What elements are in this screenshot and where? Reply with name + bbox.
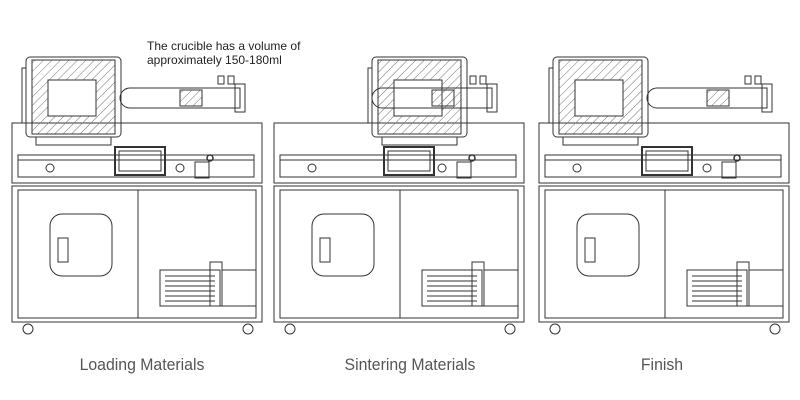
cabinet (538, 185, 790, 323)
upper-frame (11, 122, 263, 184)
valve-1 (744, 75, 752, 85)
crucible-volume-annotation: The crucible has a volume of approximate… (147, 39, 300, 67)
furnace-chamber (574, 79, 624, 117)
rail-wheel-left (307, 163, 317, 173)
carriage-window (114, 146, 166, 176)
cabinet-inner (279, 189, 519, 319)
crucible-tube (657, 87, 768, 109)
crucible-tube (130, 87, 241, 109)
machine-panel-1 (11, 56, 263, 335)
window-fitting (584, 237, 596, 263)
cabinet-inner (544, 189, 784, 319)
furnace-fins (548, 67, 554, 124)
caster-left (284, 323, 296, 335)
caption-loading-materials: Loading Materials (79, 355, 205, 374)
rail-block (721, 161, 737, 179)
carriage-window (383, 146, 435, 176)
cabinet (273, 185, 525, 323)
rail-wheel-left (45, 163, 55, 173)
carriage-window-inner (118, 150, 162, 172)
slide-rail (544, 154, 782, 178)
crucible-tube-end (119, 87, 131, 109)
carriage-window-inner (645, 150, 689, 172)
viewing-window (49, 213, 113, 277)
rail-stop (733, 154, 741, 162)
rail-stop (206, 154, 214, 162)
tube-flange (486, 83, 498, 113)
carriage-window (641, 146, 693, 176)
slide-rail (279, 154, 517, 178)
furnace-chamber (47, 79, 97, 117)
valve-2 (754, 75, 762, 85)
cabinet-inner (17, 189, 257, 319)
crucible-plug (431, 89, 455, 107)
valve-1 (217, 75, 225, 85)
caster-left (22, 323, 34, 335)
tube-flange (234, 83, 246, 113)
caption-finish: Finish (640, 355, 684, 374)
vacuum-pump-motor (686, 269, 748, 307)
caster-right (242, 323, 254, 335)
carriage-window-inner (387, 150, 431, 172)
crucible-tube-end (371, 87, 383, 109)
upper-frame (538, 122, 790, 184)
pump-body (748, 269, 784, 307)
rail-block (194, 161, 210, 179)
valve-2 (479, 75, 487, 85)
pump-body (221, 269, 257, 307)
furnace-fins (367, 67, 373, 124)
rail-wheel-right (175, 163, 185, 173)
annotation-line-2: approximately 150-180ml (147, 53, 282, 67)
crucible-tube (382, 87, 493, 109)
rail-wheel-left (572, 163, 582, 173)
caster-right (504, 323, 516, 335)
cabinet (11, 185, 263, 323)
furnace-base (35, 136, 112, 146)
crucible-tube-end (646, 87, 658, 109)
rail-wheel-right (437, 163, 447, 173)
caster-left (549, 323, 561, 335)
furnace-insulation (558, 59, 643, 135)
furnace-base (381, 136, 458, 146)
caster-right (769, 323, 781, 335)
furnace-base (562, 136, 639, 146)
crucible-plug (706, 89, 730, 107)
machine-panel-2 (273, 56, 525, 335)
pump-body (483, 269, 519, 307)
rail-stop (468, 154, 476, 162)
window-fitting (57, 237, 69, 263)
vacuum-pump-motor (421, 269, 483, 307)
machine-panel-3 (538, 56, 790, 335)
valve-1 (469, 75, 477, 85)
rail-wheel-right (702, 163, 712, 173)
viewing-window (311, 213, 375, 277)
furnace-fins (21, 67, 27, 124)
tube-flange (761, 83, 773, 113)
window-fitting (319, 237, 331, 263)
caption-sintering-materials: Sintering Materials (344, 355, 476, 374)
viewing-window (576, 213, 640, 277)
vacuum-pump-motor (159, 269, 221, 307)
rail-block (456, 161, 472, 179)
slide-rail (17, 154, 255, 178)
crucible-plug (179, 89, 203, 107)
valve-2 (227, 75, 235, 85)
annotation-line-1: The crucible has a volume of (147, 39, 301, 53)
